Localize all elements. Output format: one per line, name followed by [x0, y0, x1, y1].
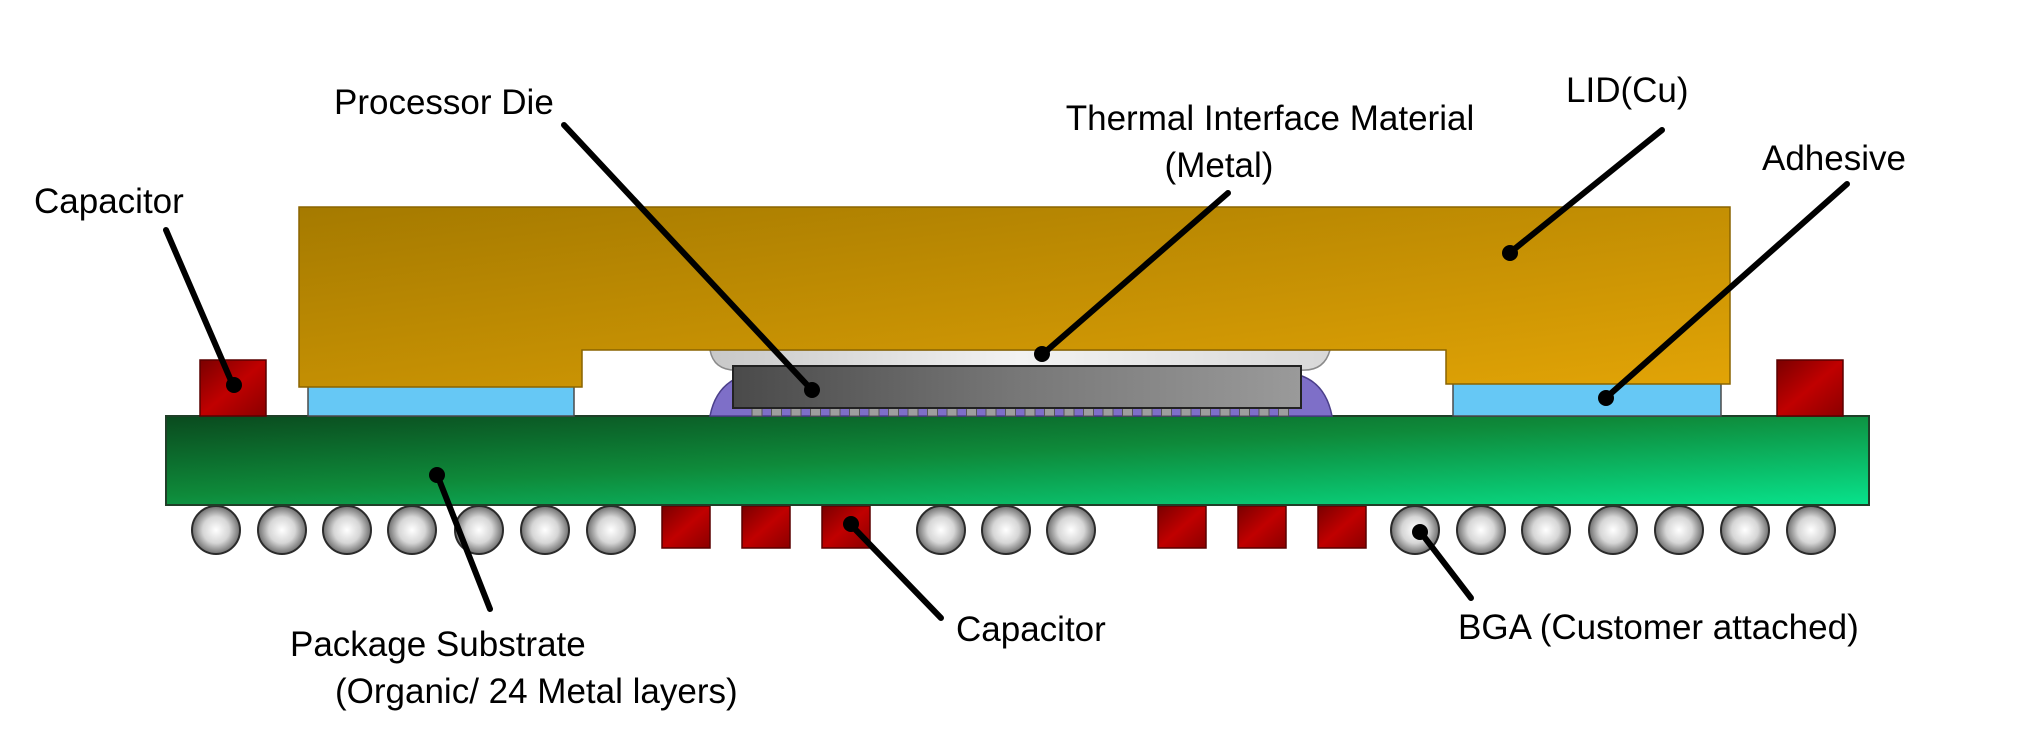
solder-ball — [1456, 505, 1506, 555]
bottom-capacitor — [1317, 505, 1367, 549]
die-bump — [1219, 407, 1231, 417]
die-bump — [1063, 407, 1075, 417]
die-bump — [985, 407, 997, 417]
bottom-capacitors — [661, 505, 1367, 549]
die-bump — [829, 407, 841, 417]
leader-dot — [843, 516, 859, 532]
leader-adhesive — [1605, 181, 1850, 399]
label-substrate-line2: (Organic/ 24 Metal layers) — [335, 672, 738, 711]
processor-die — [732, 365, 1302, 409]
leader-capacitor-bottom — [849, 523, 944, 621]
solder-ball — [191, 505, 241, 555]
label-adhesive: Adhesive — [1762, 139, 1906, 178]
die-bump — [1258, 407, 1270, 417]
die-bump — [888, 407, 899, 417]
die-bump — [810, 407, 821, 417]
leader-dot — [804, 382, 820, 398]
die-bump — [946, 407, 958, 417]
package-substrate — [165, 415, 1870, 506]
leader-bga — [1419, 531, 1474, 601]
bottom-capacitor — [661, 505, 711, 549]
bottom-capacitor — [1237, 505, 1287, 549]
solder-ball — [454, 505, 504, 555]
solder-ball — [1720, 505, 1770, 555]
leader-dot — [429, 467, 445, 483]
labels: Capacitor Processor Die Thermal Interfac… — [34, 71, 1906, 711]
die-bump — [1239, 407, 1250, 417]
solder-ball — [586, 505, 636, 555]
die-bump — [1180, 407, 1192, 417]
leader-dot — [1034, 346, 1050, 362]
lid-cu — [298, 206, 1731, 388]
leader-capacitor-top — [163, 227, 235, 386]
label-tim-line2: (Metal) — [1165, 146, 1274, 185]
die-bump — [1122, 407, 1133, 417]
die-bump — [751, 407, 763, 417]
leader-processor-die — [561, 122, 813, 391]
solder-ball — [387, 505, 437, 555]
solder-ball — [322, 505, 372, 555]
die-bump — [1102, 407, 1114, 417]
die-bump — [927, 407, 938, 417]
label-capacitor-bottom: Capacitor — [956, 610, 1106, 649]
bottom-capacitor — [741, 505, 791, 549]
die-bump — [1044, 407, 1055, 417]
bottom-capacitor — [1157, 505, 1207, 549]
die-bump — [1141, 407, 1153, 417]
leader-lines — [163, 122, 1850, 621]
label-processor-die: Processor Die — [334, 83, 554, 122]
die-bump — [907, 407, 919, 417]
die-bump — [1200, 407, 1211, 417]
leader-dot — [1412, 524, 1428, 540]
die-bump — [849, 407, 860, 417]
solder-ball — [1786, 505, 1836, 555]
die-bump — [966, 407, 977, 417]
solder-ball — [257, 505, 307, 555]
die-bump — [1161, 407, 1172, 417]
bga-solder-balls — [191, 505, 1836, 555]
solder-ball — [981, 505, 1031, 555]
label-tim-line1: Thermal Interface Material — [1066, 99, 1474, 138]
label-bga: BGA (Customer attached) — [1458, 608, 1859, 647]
solder-ball — [1521, 505, 1571, 555]
label-substrate-line1: Package Substrate — [290, 625, 586, 664]
solder-ball — [916, 505, 966, 555]
leader-substrate — [435, 474, 493, 612]
adhesive-left — [307, 383, 575, 417]
die-bump — [868, 407, 880, 417]
label-capacitor-top: Capacitor — [34, 182, 184, 221]
die-bumps — [751, 407, 1289, 417]
label-lid: LID(Cu) — [1566, 71, 1689, 110]
top-capacitor-right — [1776, 359, 1844, 417]
die-bump — [1024, 407, 1036, 417]
die-bump — [1083, 407, 1094, 417]
leader-lid — [1509, 127, 1665, 254]
die-bump — [1278, 407, 1289, 417]
die-bump — [1005, 407, 1016, 417]
leader-tim — [1041, 190, 1231, 356]
die-bump — [790, 407, 802, 417]
leader-dot — [1502, 245, 1518, 261]
leader-dot — [226, 377, 242, 393]
leader-dot — [1598, 390, 1614, 406]
adhesive-right — [1452, 379, 1722, 417]
die-bump — [771, 407, 782, 417]
solder-ball — [520, 505, 570, 555]
solder-ball — [1046, 505, 1096, 555]
solder-ball — [1588, 505, 1638, 555]
solder-ball — [1654, 505, 1704, 555]
